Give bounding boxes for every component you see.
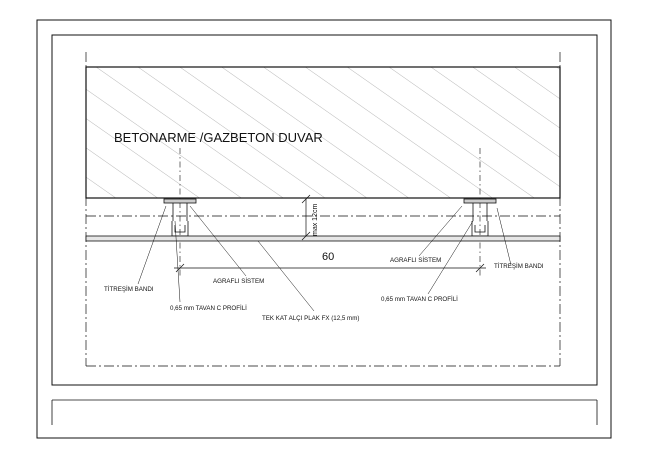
plasterboard — [85, 235, 561, 242]
detail-boundary — [85, 52, 561, 367]
spacing-label: 60 — [322, 251, 334, 263]
vibration-band-label-right: TİTREŞİM BANDI — [494, 263, 544, 270]
wall-title: BETONARME /GAZBETON DUVAR — [114, 130, 323, 145]
max-height-label: max 12cm — [312, 204, 319, 236]
c-profile-label-left: 0,65 mm TAVAN C PROFİLİ — [170, 305, 247, 312]
leader-lines — [137, 205, 512, 312]
sheet-frame — [36, 19, 612, 439]
agrafli-system-label-right: AGRAFLI SİSTEM — [390, 257, 441, 264]
concrete-wall — [85, 66, 561, 199]
spacing-dimension — [174, 263, 486, 273]
agrafli-system-label-left: AGRAFLI SİSTEM — [213, 278, 264, 285]
hanger-centerlines — [179, 148, 481, 276]
drawing-frame — [51, 34, 598, 386]
max-height-dimension — [301, 194, 311, 241]
c-profile-label-right: 0,65 mm TAVAN C PROFİLİ — [381, 296, 458, 303]
plasterboard-label: TEK KAT ALÇI PLAK FX (12,5 mm) — [262, 315, 359, 322]
vibration-band-label-left: TİTREŞİM BANDI — [104, 286, 154, 293]
